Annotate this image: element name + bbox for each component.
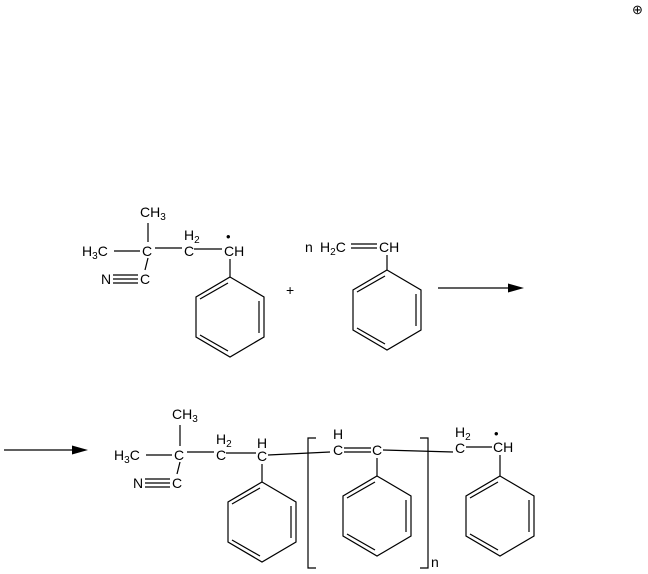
- p-repeat-h: H: [333, 426, 343, 442]
- p-radical-ch: CH: [493, 439, 513, 455]
- p-repeat-c1: C: [333, 442, 343, 458]
- p-phenyl-ring-repeat: [342, 475, 412, 557]
- product-polymer: CH3 H3C C C N H2 C H C H C: [114, 406, 535, 570]
- p-ch2-h: H2: [216, 431, 232, 450]
- corner-oplus-symbol: ⊕: [632, 2, 643, 17]
- reactant-2-styrene: n H2C CH: [305, 239, 422, 351]
- r1-central-c: C: [142, 243, 152, 259]
- reactant-1: CH3 H3C C C N H2 C • CH: [82, 204, 265, 358]
- r1-radical-dot: •: [226, 229, 231, 244]
- r1-ch3-top: CH3: [140, 204, 166, 223]
- r1-h3c-left: H3C: [82, 243, 108, 262]
- p-c-1: C: [257, 448, 267, 464]
- r1-phenyl-ring: [195, 276, 265, 358]
- p-ch-1: H: [257, 435, 267, 451]
- plus-sign: +: [286, 282, 294, 298]
- p-ch3-top: CH3: [172, 406, 198, 425]
- p-phenyl-ring-terminal: [465, 475, 535, 557]
- p-radical-dot: •: [494, 426, 499, 441]
- p-term-ch2-h: H2: [455, 424, 471, 443]
- p-phenyl-ring-1: [227, 481, 297, 563]
- styrene-h2c: H2C: [320, 239, 346, 258]
- p-term-ch2-c: C: [455, 440, 465, 456]
- r1-ch2-c: C: [184, 243, 194, 259]
- reaction-arrow-1: [438, 283, 524, 293]
- styrene-ch: CH: [379, 239, 399, 255]
- r1-nitrile-c: C: [140, 271, 150, 287]
- r1-radical-ch: CH: [224, 243, 244, 259]
- right-bracket: [420, 437, 429, 569]
- repeat-subscript-n: n: [431, 554, 439, 570]
- p-h3c-left: H3C: [114, 447, 140, 466]
- p-ch2-c: C: [216, 447, 226, 463]
- p-central-c: C: [174, 447, 184, 463]
- left-bracket: [307, 437, 316, 569]
- r1-nitrile-n: N: [101, 271, 111, 287]
- styrene-n-coefficient: n: [305, 239, 313, 255]
- styrene-phenyl-ring: [352, 269, 422, 351]
- r1-ch2-h: H2: [184, 227, 200, 246]
- reaction-arrow-2: [4, 445, 88, 455]
- p-repeat-c2: C: [372, 442, 382, 458]
- p-nitrile-n: N: [133, 475, 143, 491]
- p-nitrile-c: C: [172, 475, 182, 491]
